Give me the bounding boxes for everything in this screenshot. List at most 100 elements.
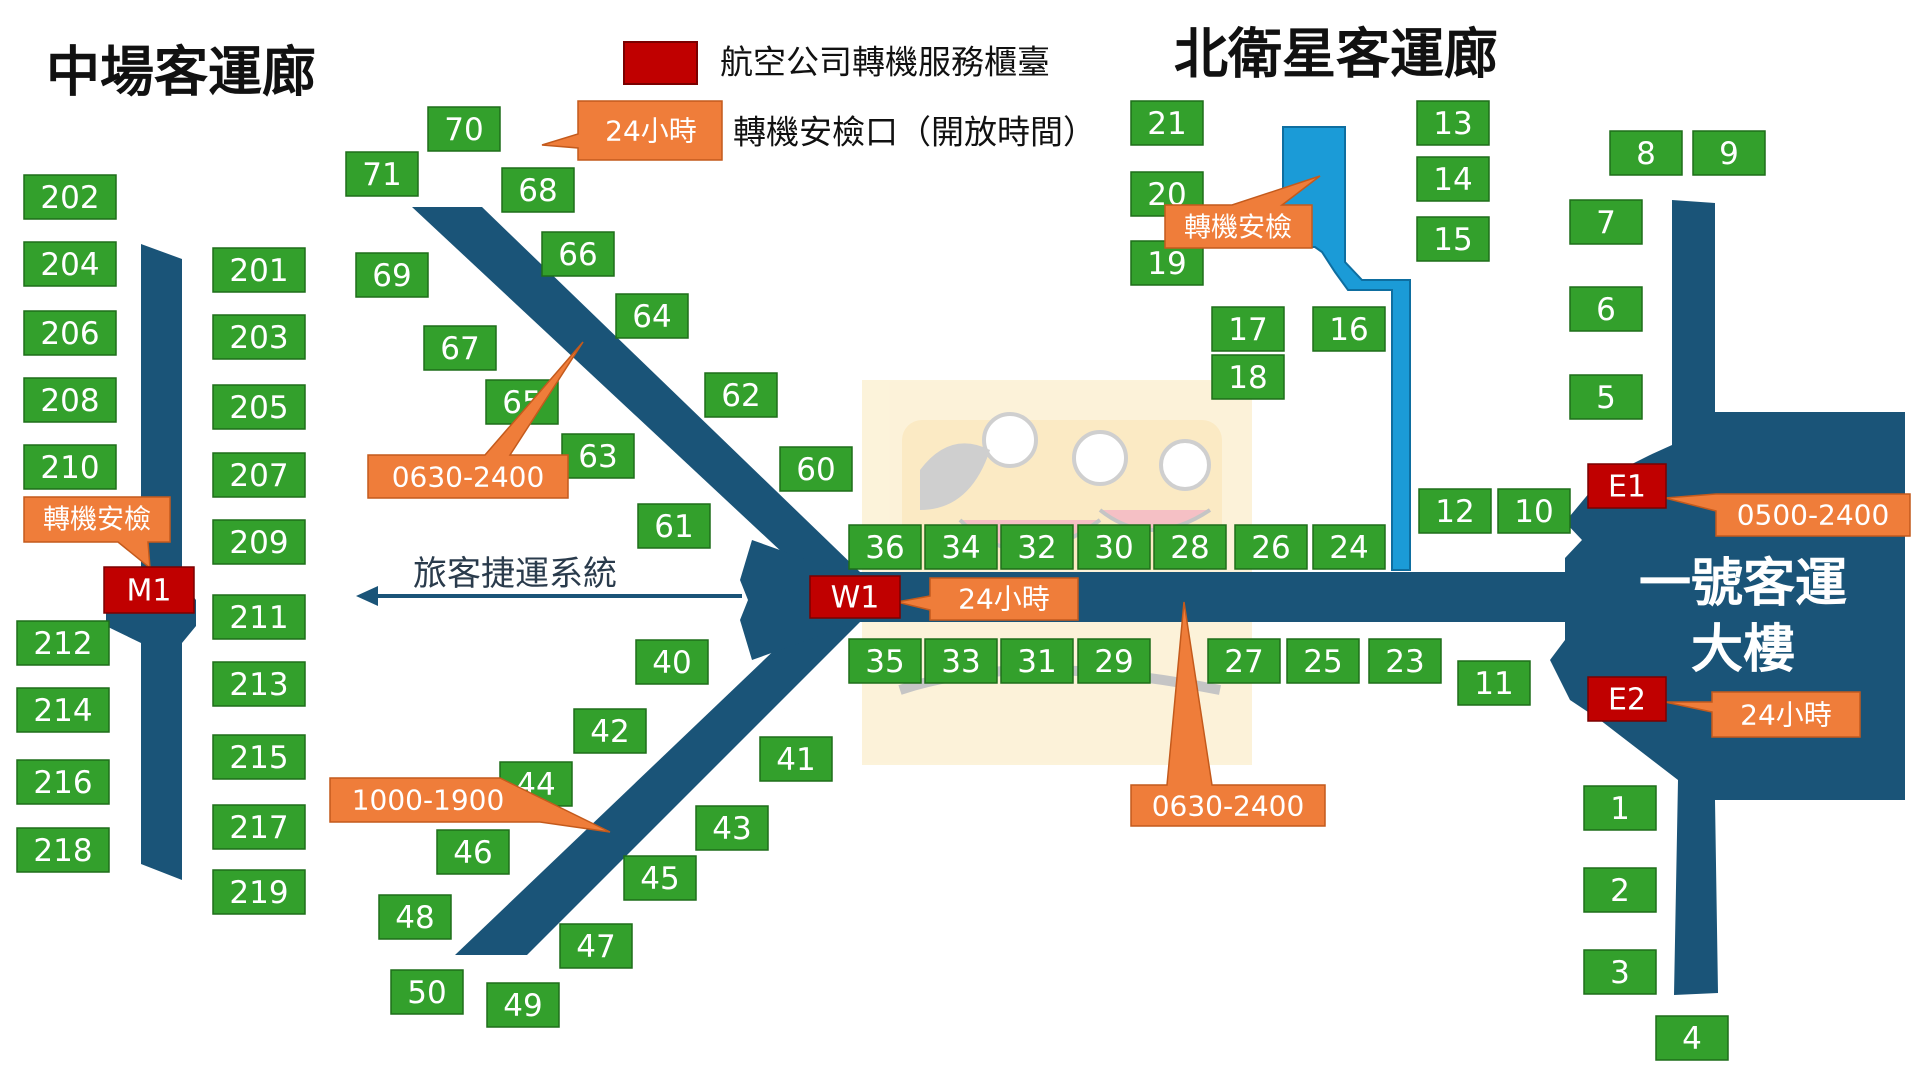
svg-text:69: 69 [372,258,411,294]
svg-text:218: 218 [33,833,92,869]
svg-text:E2: E2 [1608,683,1646,718]
gate-15: 15 [1416,216,1490,262]
svg-text:211: 211 [229,600,288,636]
svg-text:W1: W1 [831,581,880,616]
gate-201: 201 [212,247,306,293]
callout-southwest-hours: 1000-1900 [329,777,611,833]
svg-text:0630-2400: 0630-2400 [1152,790,1305,823]
svg-text:214: 214 [33,693,92,729]
svg-text:204: 204 [40,247,99,283]
terminal-title-line2: 大樓 [1691,620,1795,680]
gate-207: 207 [212,452,306,498]
gate-212: 212 [16,620,110,666]
gate-8: 8 [1609,130,1683,176]
gate-211: 211 [212,594,306,640]
gate-43: 43 [695,805,769,851]
gate-49: 49 [486,982,560,1028]
svg-text:13: 13 [1433,106,1472,142]
svg-text:0500-2400: 0500-2400 [1737,499,1890,532]
svg-text:34: 34 [941,530,980,566]
svg-text:31: 31 [1017,644,1056,680]
svg-text:11: 11 [1474,666,1513,702]
central-concourse [141,244,196,880]
gate-34: 34 [924,524,998,570]
gate-31: 31 [1000,638,1074,684]
svg-text:5: 5 [1596,380,1616,416]
svg-text:41: 41 [776,742,815,778]
gate-18: 18 [1211,354,1285,400]
svg-text:212: 212 [33,626,92,662]
svg-text:49: 49 [503,988,542,1024]
gate-29: 29 [1077,638,1151,684]
gate-24: 24 [1312,524,1386,570]
gate-42: 42 [573,708,647,754]
svg-text:201: 201 [229,253,288,289]
svg-text:26: 26 [1251,530,1290,566]
gate-25: 25 [1286,638,1360,684]
gate-32: 32 [1000,524,1074,570]
gate-205: 205 [212,384,306,430]
svg-text:24小時: 24小時 [1740,699,1832,732]
people-mover-label: 旅客捷運系統 [413,554,617,594]
svg-text:10: 10 [1514,494,1553,530]
gate-61: 61 [637,503,711,549]
gate-50: 50 [390,969,464,1015]
svg-text:61: 61 [654,509,693,545]
gate-203: 203 [212,314,306,360]
gate-19: 19 [1130,240,1204,286]
gate-62: 62 [704,372,778,418]
north-satellite-walkway [1282,126,1411,571]
svg-text:7: 7 [1596,205,1616,241]
svg-text:12: 12 [1435,494,1474,530]
svg-text:67: 67 [440,331,479,367]
svg-text:18: 18 [1228,360,1267,396]
svg-text:205: 205 [229,390,288,426]
svg-text:70: 70 [444,112,483,148]
legend-security-swatch: 24小時 [541,100,723,161]
svg-text:202: 202 [40,180,99,216]
gate-3: 3 [1583,949,1657,995]
svg-text:4: 4 [1682,1021,1702,1057]
gate-35: 35 [848,638,922,684]
callout-south-hours: 0630-2400 [1130,601,1326,827]
svg-text:24小時: 24小時 [958,583,1050,616]
svg-text:17: 17 [1228,312,1267,348]
west-junction [740,540,850,660]
gate-60: 60 [779,446,853,492]
transfer-counter-e2: E2 [1587,676,1667,722]
gate-41: 41 [759,736,833,782]
gate-69: 69 [355,252,429,298]
gate-63: 63 [561,433,635,479]
svg-text:27: 27 [1224,644,1263,680]
legend-security-label: 轉機安檢口（開放時間） [733,113,1096,152]
gate-218: 218 [16,827,110,873]
concourse-structure [106,200,1905,995]
callout-e2-hours: 24小時 [1664,691,1861,738]
gate-2: 2 [1583,867,1657,913]
central-concourse-title: 中場客運廊 [46,41,316,104]
svg-text:1000-1900: 1000-1900 [352,784,505,817]
gate-33: 33 [924,638,998,684]
svg-text:68: 68 [518,173,557,209]
gate-67: 67 [423,325,497,371]
callout-e1-hours: 0500-2400 [1664,493,1911,537]
gate-9: 9 [1692,130,1766,176]
transfer-counter-e1: E1 [1587,463,1667,509]
callouts-layer: 轉機安檢轉機安檢0630-24001000-190024小時0630-24000… [23,175,1911,833]
svg-text:207: 207 [229,458,288,494]
gate-16: 16 [1312,306,1386,352]
svg-text:60: 60 [796,452,835,488]
gate-210: 210 [23,444,117,490]
svg-text:6: 6 [1596,292,1616,328]
gate-70: 70 [427,106,501,152]
svg-text:62: 62 [721,378,760,414]
svg-text:71: 71 [362,157,401,193]
gate-26: 26 [1234,524,1308,570]
svg-text:29: 29 [1094,644,1133,680]
svg-text:216: 216 [33,765,92,801]
gate-216: 216 [16,759,110,805]
people-mover-arrow-icon [356,586,742,606]
gate-47: 47 [559,923,633,969]
